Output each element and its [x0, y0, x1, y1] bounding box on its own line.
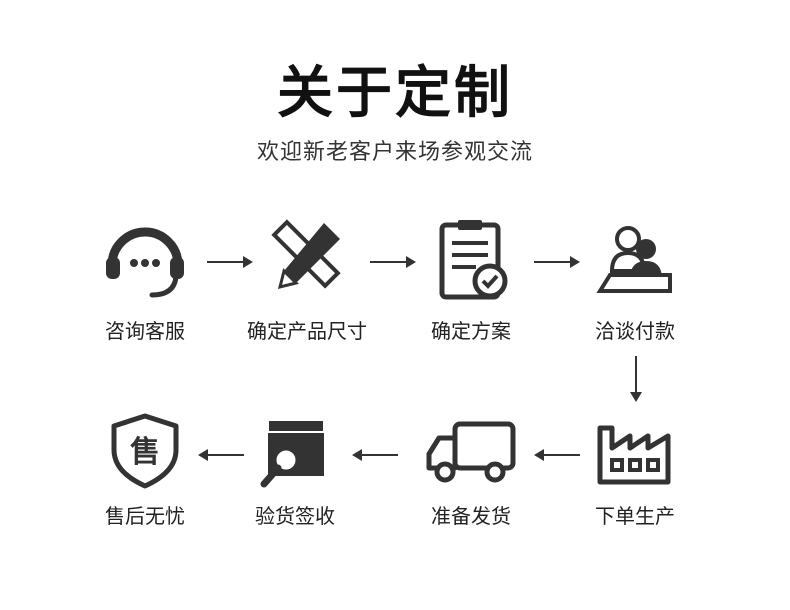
shield-icon: 售 [111, 413, 179, 489]
ruler-pencil-icon [271, 219, 341, 290]
arrow-left-icon [534, 449, 580, 461]
arrow-right-icon [370, 256, 416, 268]
step-label: 洽谈付款 [595, 319, 675, 343]
headset-icon [106, 227, 184, 298]
arrow-down-icon [630, 356, 642, 402]
page-subtitle: 欢迎新老客户来场参观交流 [256, 140, 533, 165]
step-consult-service: 咨询客服 [70, 215, 220, 344]
arrow-left-icon [198, 449, 244, 461]
step-after-sales: 售 售后无忧 [70, 410, 220, 529]
arrow-left-icon [352, 449, 398, 461]
factory-icon [597, 425, 671, 485]
truck-icon [426, 421, 516, 483]
step-prepare-shipment: 准备发货 [396, 410, 546, 529]
step-label: 咨询客服 [105, 319, 185, 343]
step-inspect-receive: 验货签收 [220, 410, 370, 529]
box-magnifier-icon [260, 419, 325, 488]
clipboard-check-icon [439, 220, 508, 300]
arrow-right-icon [207, 256, 253, 268]
step-production: 下单生产 [560, 410, 710, 529]
step-negotiate-payment: 洽谈付款 [560, 215, 710, 344]
arrow-right-icon [534, 256, 580, 268]
shield-badge-text: 售 [130, 435, 160, 470]
step-label: 售后无忧 [105, 504, 185, 528]
page-title: 关于定制 [277, 61, 513, 126]
step-confirm-size: 确定产品尺寸 [232, 215, 382, 344]
step-label: 下单生产 [595, 504, 675, 528]
step-confirm-plan: 确定方案 [396, 215, 546, 344]
step-label: 验货签收 [255, 504, 335, 528]
users-meeting-icon [596, 226, 672, 293]
step-label: 确定方案 [431, 319, 511, 343]
step-label: 确定产品尺寸 [247, 319, 367, 343]
step-label: 准备发货 [431, 504, 511, 528]
